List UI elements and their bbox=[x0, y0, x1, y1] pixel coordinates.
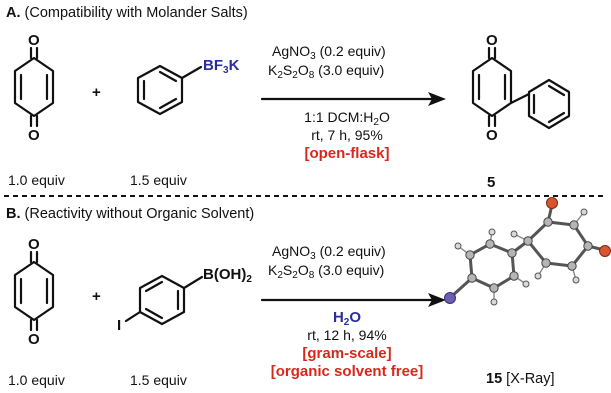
oxygen-label: O bbox=[486, 127, 498, 144]
solvent-a: 1:1 DCM:H2O bbox=[304, 109, 390, 128]
iodine-atom bbox=[444, 292, 456, 304]
oxygen-label: O bbox=[28, 32, 40, 49]
reagent1-a: AgNO3 (0.2 equiv) bbox=[272, 43, 386, 62]
benzoquinone-b bbox=[13, 250, 55, 332]
bf3k-group: BF3K bbox=[203, 57, 240, 76]
conditions-a: rt, 7 h, 95% bbox=[311, 127, 383, 143]
plus-sign: + bbox=[92, 288, 101, 305]
reagent2-a: K2S2O8 (3.0 equiv) bbox=[268, 62, 385, 81]
solvent-b: H2O bbox=[332, 309, 362, 328]
tag-solvent-free: [organic solvent free] bbox=[270, 363, 424, 380]
phenyl-trifluoroborate bbox=[136, 64, 203, 116]
reagent2-b: K2S2O8 (3.0 equiv) bbox=[268, 262, 385, 281]
benzoquinone-a bbox=[13, 46, 55, 128]
plus-sign: + bbox=[92, 84, 101, 101]
conditions-b: rt, 12 h, 94% bbox=[307, 327, 387, 343]
oxygen-atom bbox=[546, 197, 558, 209]
arrowhead-b bbox=[428, 293, 446, 307]
reactant1-equiv-b: 1.0 equiv bbox=[8, 372, 65, 388]
panel-b-header: B. (Reactivity without Organic Solvent) bbox=[6, 207, 254, 222]
product-15-caption: 15 [X-Ray] bbox=[486, 372, 555, 387]
reagent1-b: AgNO3 (0.2 equiv) bbox=[272, 243, 386, 262]
panel-a-label: A. bbox=[6, 5, 21, 21]
panel-a-header: A. (Compatibility with Molander Salts) bbox=[6, 6, 248, 21]
arrowhead-a bbox=[428, 92, 446, 106]
oxygen-label: O bbox=[28, 236, 40, 253]
xray-structure bbox=[444, 197, 611, 306]
product-15-note: [X-Ray] bbox=[506, 371, 555, 387]
reactant2-equiv-a: 1.5 equiv bbox=[130, 172, 187, 188]
panel-a-title: (Compatibility with Molander Salts) bbox=[24, 5, 248, 21]
panel-b-title: (Reactivity without Organic Solvent) bbox=[24, 206, 255, 222]
product-15-label: 15 bbox=[486, 371, 503, 387]
reactant2-equiv-b: 1.5 equiv bbox=[130, 372, 187, 388]
product-5-structure bbox=[471, 46, 571, 130]
panel-b-label: B. bbox=[6, 206, 21, 222]
tag-open-flask: [open-flask] bbox=[304, 145, 390, 162]
oxygen-label: O bbox=[28, 127, 40, 144]
oxygen-label: O bbox=[28, 331, 40, 348]
oxygen-atom bbox=[599, 245, 611, 257]
iodophenylboronic-acid bbox=[124, 274, 204, 326]
boronic-acid-group: B(OH)2 bbox=[203, 266, 252, 285]
iodine-label: I bbox=[117, 317, 122, 334]
oxygen-label: O bbox=[486, 32, 498, 49]
tag-gram-scale: [gram-scale] bbox=[302, 345, 392, 362]
reactant1-equiv-a: 1.0 equiv bbox=[8, 172, 65, 188]
product-5-label: 5 bbox=[487, 174, 496, 191]
